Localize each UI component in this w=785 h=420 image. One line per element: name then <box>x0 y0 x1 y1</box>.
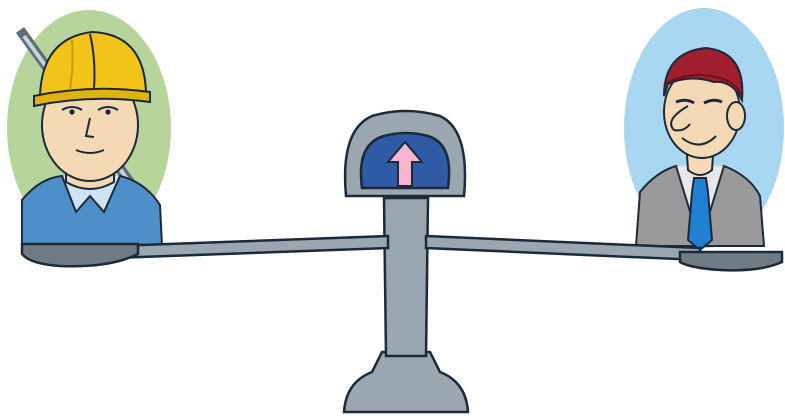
scale-pan-left <box>22 244 138 266</box>
worker-portrait <box>7 10 171 246</box>
scale-base <box>344 352 468 412</box>
businessman-portrait <box>624 8 784 250</box>
scale-pan-right <box>680 252 782 270</box>
tie <box>688 178 712 250</box>
scale-column <box>384 198 428 356</box>
